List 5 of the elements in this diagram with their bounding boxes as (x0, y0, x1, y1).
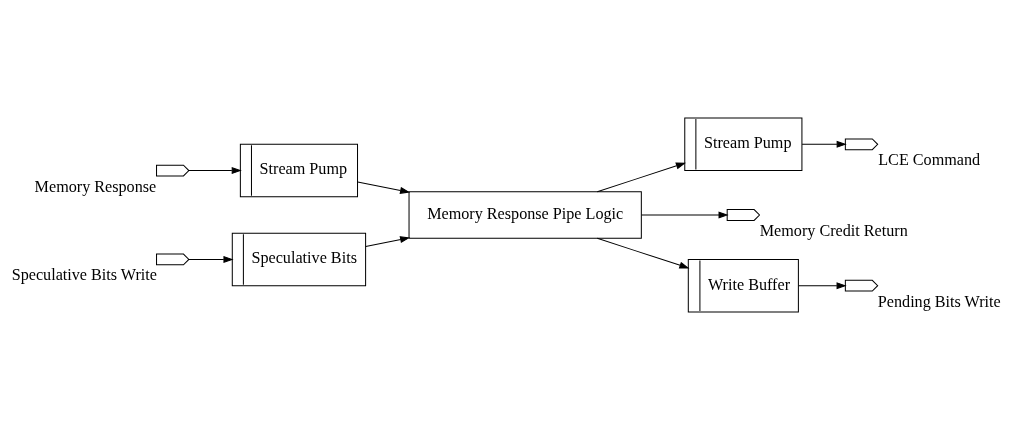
node-label: Memory Response (34, 177, 157, 195)
node-label: Speculative Bits Write (11, 266, 157, 284)
node-label: Pending Bits Write (877, 292, 1001, 310)
node-label: Memory Credit Return (759, 222, 908, 240)
node-label: LCE Command (878, 151, 981, 169)
